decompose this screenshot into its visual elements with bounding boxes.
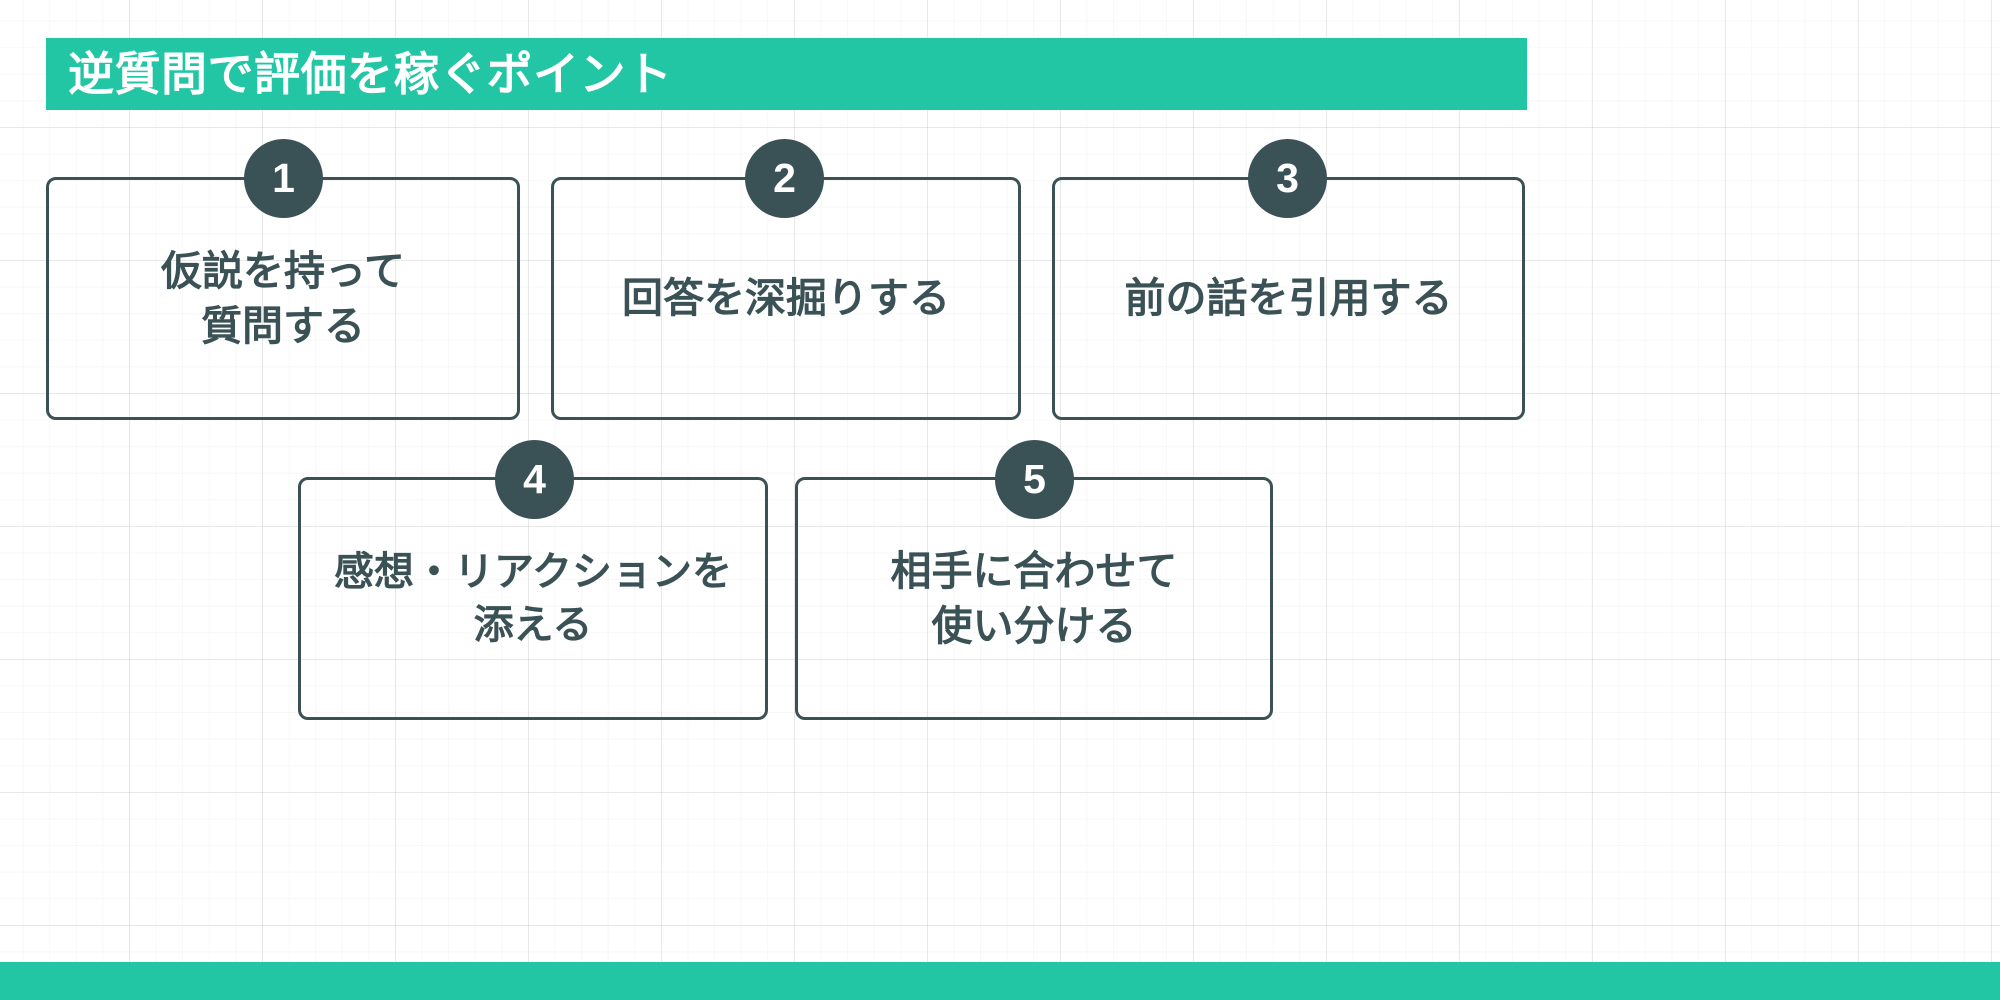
point-card-3-label: 前の話を引用する — [1124, 275, 1453, 322]
point-card-4[interactable]: 感想・リアクションを 添える — [298, 477, 768, 720]
point-card-1-number-badge: 1 — [244, 139, 323, 218]
page-title: 逆質問で評価を稼ぐポイント — [68, 48, 673, 100]
point-card-2-number-badge: 2 — [745, 139, 824, 218]
point-card-2-label: 回答を深掘りする — [622, 275, 950, 322]
point-card-2[interactable]: 回答を深掘りする — [551, 177, 1021, 420]
point-card-5-label: 相手に合わせて 使い分ける — [890, 548, 1178, 649]
point-card-4-label: 感想・リアクションを 添える — [334, 549, 732, 647]
header-bar: 逆質問で評価を稼ぐポイント — [46, 38, 1527, 110]
point-card-5-number-badge: 5 — [995, 440, 1074, 519]
point-card-1-label: 仮説を持って 質問する — [161, 248, 405, 349]
point-card-4-number-badge: 4 — [495, 440, 574, 519]
footer-bar — [0, 962, 2000, 1000]
point-card-3-number-badge: 3 — [1248, 139, 1327, 218]
